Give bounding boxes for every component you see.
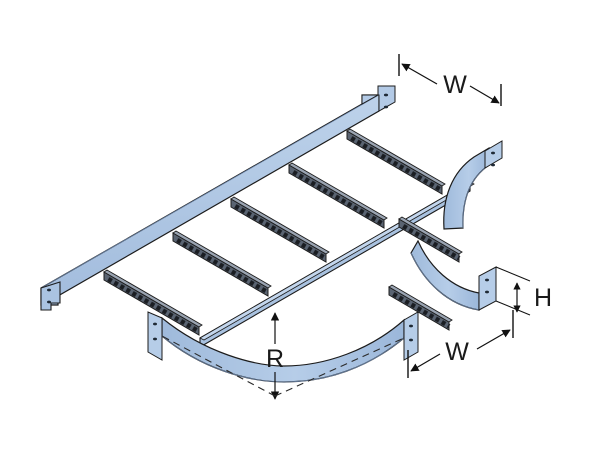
ladder-rung	[230, 196, 330, 263]
ladder-rung	[398, 216, 463, 263]
splice-connector-plate	[40, 281, 61, 311]
splice-connector-plate	[484, 140, 503, 169]
ladder-rung	[103, 269, 203, 336]
dimension-height-right: H	[495, 266, 552, 316]
dimension-arrow	[476, 329, 511, 350]
branch-curved-rail-upper	[443, 146, 490, 230]
extension-line	[495, 266, 531, 282]
splice-connector-plate	[147, 311, 163, 361]
dimension-arrow	[469, 85, 500, 104]
front-curve-assembly	[147, 311, 419, 383]
dimension-width-top: W	[398, 54, 502, 106]
dimension-label-width-top: W	[443, 71, 467, 99]
branch-run-rungs	[388, 216, 463, 331]
dimension-arrow	[410, 353, 441, 372]
hidden-construction-line	[161, 335, 276, 397]
ladder-rung	[172, 230, 272, 297]
branch-curve-assembly	[388, 140, 503, 331]
main-run-rungs	[103, 128, 446, 336]
extension-line	[495, 300, 531, 316]
splice-connector-plate	[361, 85, 396, 112]
dimension-arrow	[401, 63, 438, 85]
ladder-rung	[346, 128, 446, 195]
ladder-rung	[388, 284, 453, 331]
dimension-label-radius: R	[266, 345, 284, 373]
dimension-label-width-bottom: W	[445, 338, 469, 366]
dimension-width-bottom: W	[407, 310, 514, 378]
dimension-label-height: H	[534, 284, 552, 312]
ladder-rung	[288, 162, 388, 229]
splice-connector-plate	[403, 311, 419, 361]
dimension-radius: R	[161, 312, 405, 400]
